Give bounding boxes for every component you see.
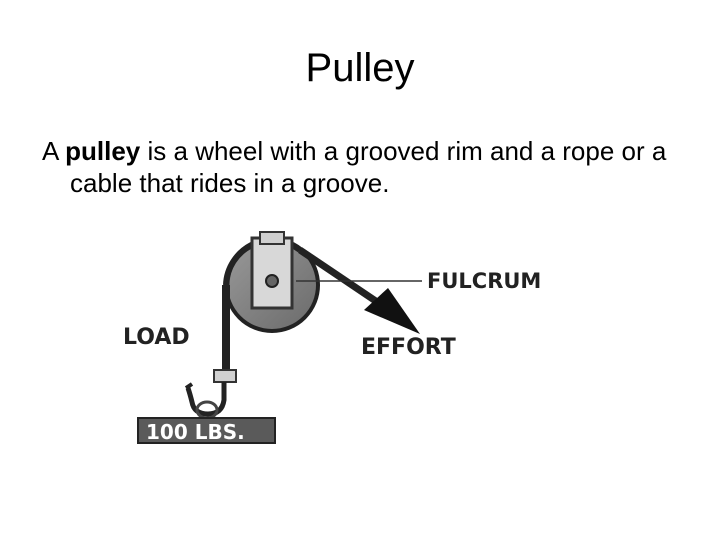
load-hook xyxy=(185,382,227,417)
slide-title: Pulley xyxy=(305,46,415,90)
fulcrum-label: FULCRUM xyxy=(427,269,541,293)
definition-suffix: is a wheel with a grooved rim and a rope… xyxy=(70,136,667,198)
pulley-bracket xyxy=(250,236,294,310)
rope-clamp xyxy=(213,369,237,383)
load-label: LOAD xyxy=(123,325,190,350)
hook-tip xyxy=(184,382,194,390)
definition-text: A pulley is a wheel with a grooved rim a… xyxy=(42,135,710,199)
weight-label: 100 LBS. xyxy=(146,420,245,444)
bracket-top xyxy=(259,231,285,245)
axle xyxy=(265,274,279,288)
effort-arrow-head xyxy=(364,288,420,334)
definition-prefix: A xyxy=(42,136,66,166)
effort-label: EFFORT xyxy=(361,335,456,360)
weight-block xyxy=(137,417,276,444)
definition-term: pulley xyxy=(65,136,141,166)
